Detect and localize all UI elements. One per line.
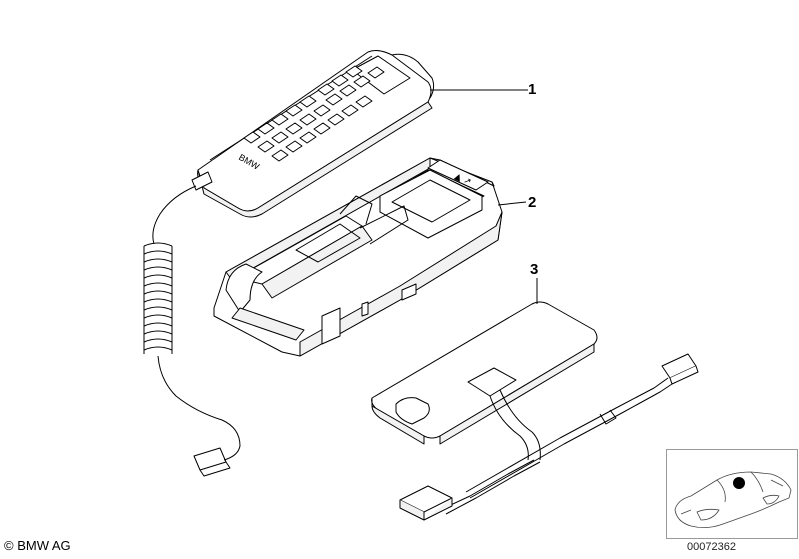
location-marker-icon [733, 477, 745, 489]
copyright-notice: © BMW AG [4, 538, 71, 553]
callout-2: 2 [528, 194, 537, 211]
handset-drawing [191, 50, 435, 218]
callout-3: 3 [530, 261, 539, 278]
vehicle-location-thumbnail [666, 449, 798, 539]
callout-1: 1 [528, 81, 537, 98]
car-outline-icon [674, 471, 792, 528]
keypad [243, 65, 385, 162]
callout-leaders [430, 89, 538, 304]
diagram-reference-number: 00072362 [687, 541, 736, 553]
cradle-drawing [213, 157, 503, 357]
coiled-cord [143, 185, 241, 477]
control-unit-drawing [371, 301, 699, 521]
